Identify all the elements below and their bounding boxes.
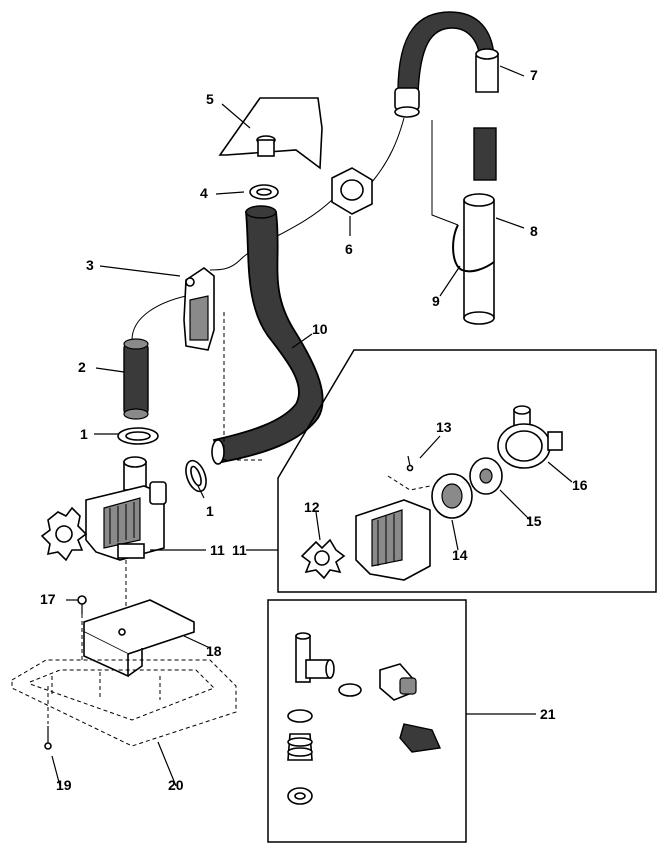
callout-17: 17: [40, 591, 56, 607]
dash-3-10: [223, 312, 262, 461]
callout-1b: 1: [206, 503, 214, 519]
callout-18: 18: [206, 643, 222, 659]
callout-11a: 11: [210, 542, 225, 558]
callout-14: 14: [452, 547, 468, 563]
callout-16: 16: [572, 477, 588, 493]
callout-2: 2: [78, 359, 86, 375]
callout-4: 4: [200, 185, 208, 201]
dash-13: [387, 475, 431, 491]
leader-7-9: [431, 120, 459, 226]
leaders: [51, 65, 573, 787]
hose-clamp-a: [117, 427, 159, 445]
callout-11b: 11: [232, 542, 247, 558]
callout-15: 15: [526, 513, 542, 529]
kit-detail-box: [267, 599, 467, 843]
callout-7: 7: [530, 67, 538, 83]
leader-6-7: [371, 117, 405, 183]
impeller: [300, 538, 346, 580]
standpipe: [463, 193, 495, 325]
gasket-ring: [469, 457, 503, 495]
seal-disc: [431, 473, 473, 519]
cabinet-base: [11, 659, 237, 747]
pump-mounting-plate: [83, 599, 195, 678]
pump-housing: [497, 405, 563, 469]
hose-hook: [452, 224, 495, 273]
kit-parts: [287, 632, 442, 805]
pump-detail-box: [277, 349, 657, 593]
screw-bottom: [44, 726, 52, 750]
hose-clip-small: [249, 184, 279, 200]
callout-10: 10: [312, 321, 328, 337]
callout-21: 21: [540, 706, 556, 722]
callout-1a: 1: [80, 426, 88, 442]
corrugated-drain-hose: [211, 205, 324, 465]
small-pin: [406, 455, 414, 472]
callout-6: 6: [345, 241, 353, 257]
drain-pump-assembly: [40, 456, 167, 562]
leader-6-3: [209, 199, 333, 271]
callout-5: 5: [206, 91, 214, 107]
hose-bracket: [183, 267, 215, 351]
drain-hose-hook: [394, 11, 499, 181]
coupling-nut: [331, 167, 373, 215]
callout-19: 19: [56, 777, 72, 793]
callout-3: 3: [86, 257, 94, 273]
screw-top: [77, 595, 87, 614]
callout-20: 20: [168, 777, 184, 793]
pump-inlet-hose: [123, 338, 149, 420]
callout-9: 9: [432, 293, 440, 309]
callout-labels: 5 4 3 2 1 1 6 7 8 9 10 11 11 12 13 14 15…: [40, 67, 588, 793]
leader-2-3: [131, 295, 187, 341]
callout-13: 13: [436, 419, 452, 435]
hose-clamp-b: [185, 459, 207, 493]
callout-12: 12: [304, 499, 320, 515]
mounting-bracket: [218, 97, 323, 170]
callout-8: 8: [530, 223, 538, 239]
pump-motor: [355, 499, 431, 581]
